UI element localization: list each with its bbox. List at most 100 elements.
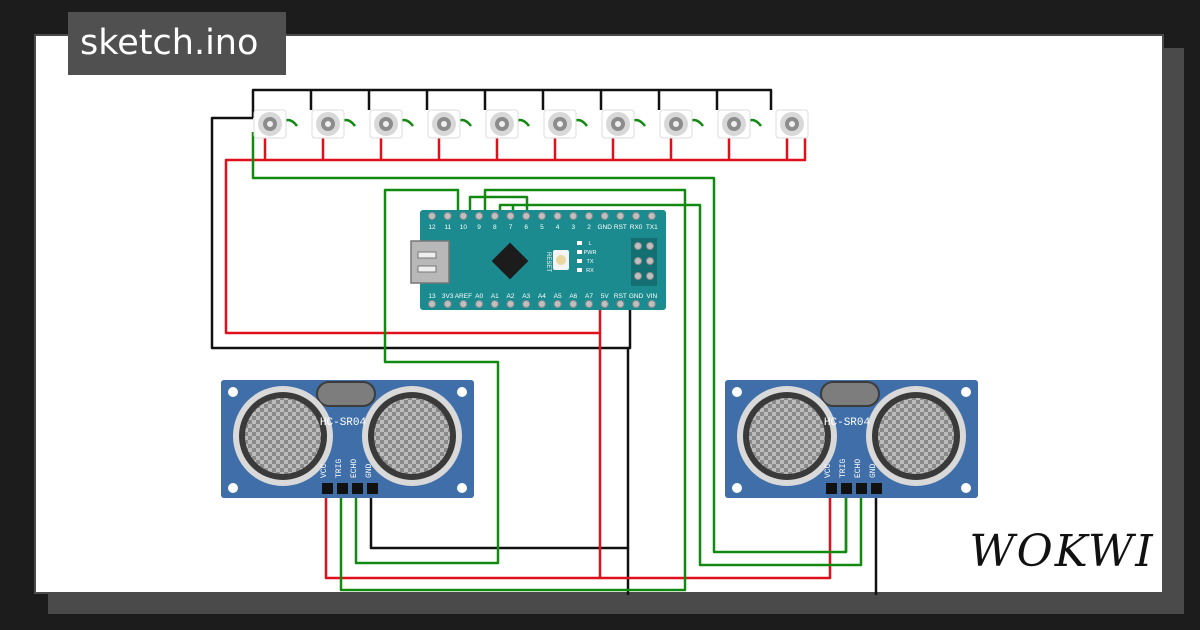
pin-hole[interactable] (600, 300, 609, 308)
pin-hole[interactable] (537, 212, 546, 220)
pin-hole[interactable] (647, 212, 656, 220)
wire-trig2 (498, 203, 863, 567)
neopixel[interactable] (543, 109, 577, 139)
sensor-pin[interactable] (856, 483, 867, 494)
led-icon (577, 250, 582, 254)
pin-hole[interactable] (647, 300, 656, 308)
pin-label: A4 (538, 293, 546, 300)
pin-label: 4 (556, 224, 560, 231)
pin-hole[interactable] (475, 300, 484, 308)
sensor-pin-label: TRIG (335, 459, 344, 478)
pin-hole[interactable] (585, 212, 593, 220)
sensor-pin-label: TRIG (839, 459, 848, 478)
pin-hole[interactable] (632, 212, 641, 220)
sensor-pin[interactable] (322, 483, 333, 494)
pin-hole[interactable] (428, 212, 436, 220)
wire-gnd-sensor1 (369, 348, 630, 550)
pin-hole[interactable] (475, 212, 484, 220)
pin-label: A3 (522, 293, 530, 300)
pin-label: GND (629, 293, 644, 300)
neopixel[interactable] (601, 109, 635, 139)
pin-hole[interactable] (506, 212, 515, 220)
led-label: RX (586, 268, 594, 274)
neopixel[interactable] (717, 109, 751, 139)
pin-hole[interactable] (490, 212, 499, 220)
pin-hole[interactable] (537, 300, 546, 308)
wire-gnd-main (210, 116, 632, 350)
pin-hole[interactable] (490, 300, 499, 308)
pin-label: 5V (601, 293, 610, 300)
pin-hole[interactable] (569, 212, 578, 220)
pin-label: A7 (585, 293, 593, 300)
nano-board (420, 210, 666, 310)
pin-hole[interactable] (522, 212, 531, 220)
pin-label: 13 (428, 293, 436, 300)
wokwi-logo: WOKWI (969, 526, 1154, 577)
neopixel[interactable] (485, 109, 519, 139)
sensor-pin-label: VCC (320, 463, 329, 478)
neopixel[interactable] (253, 109, 287, 139)
wire-data-chain (278, 118, 762, 127)
neopixel[interactable] (369, 109, 403, 139)
neopixel[interactable] (659, 109, 693, 139)
neopixel[interactable] (311, 109, 345, 139)
sensor-pin-label: GND (365, 463, 374, 478)
pin-hole[interactable] (443, 212, 452, 220)
pin-hole[interactable] (522, 300, 531, 308)
wire-vcc-sensor1 (324, 495, 832, 580)
sensor-pin[interactable] (841, 483, 852, 494)
pin-label: VIN (646, 293, 657, 300)
sensor-pin[interactable] (337, 483, 348, 494)
pin-hole[interactable] (569, 300, 578, 308)
icsp-header (634, 242, 654, 280)
sensor-pin[interactable] (352, 483, 363, 494)
pin-hole[interactable] (428, 300, 436, 308)
pin-label: A1 (491, 293, 499, 300)
pin-label: 3 (571, 224, 575, 231)
led-label: L (588, 241, 591, 247)
pin-label: RST (614, 293, 627, 300)
crystal-icon (820, 381, 880, 407)
sensor-pin-label: ECHO (350, 459, 359, 478)
pin-hole[interactable] (506, 300, 515, 308)
wire-gnd-chain (251, 88, 773, 118)
pin-label: RX0 (630, 224, 643, 231)
pin-hole[interactable] (632, 300, 641, 308)
led-icon (577, 268, 582, 272)
pin-label: A2 (507, 293, 515, 300)
pin-hole[interactable] (616, 212, 625, 220)
pin-hole[interactable] (459, 300, 468, 308)
sensor-pin[interactable] (871, 483, 882, 494)
led-icon (577, 259, 582, 263)
pin-hole[interactable] (553, 300, 562, 308)
pin-hole[interactable] (459, 212, 468, 220)
wires (210, 88, 878, 595)
sensor-label: HC-SR04 (824, 417, 871, 429)
pin-hole[interactable] (443, 300, 452, 308)
sensor-pin-label: ECHO (854, 459, 863, 478)
pin-label: 6 (524, 224, 528, 231)
neopixel[interactable] (775, 109, 809, 139)
pin-label: A0 (475, 293, 483, 300)
pin-hole[interactable] (585, 300, 593, 308)
pin-hole[interactable] (616, 300, 625, 308)
sensor-pin-label: VCC (824, 463, 833, 478)
pin-hole[interactable] (553, 212, 562, 220)
sensor-pin[interactable] (826, 483, 837, 494)
pin-label: RST (614, 224, 627, 231)
pin-hole[interactable] (600, 212, 609, 220)
pin-label: AREF (455, 293, 472, 300)
pin-label: 2 (587, 224, 591, 231)
pin-label: 11 (444, 224, 451, 231)
sketch-file-tab[interactable]: sketch.ino (68, 12, 286, 75)
neopixel[interactable] (427, 109, 461, 139)
pin-label: 12 (428, 224, 436, 231)
pin-label: 9 (477, 224, 481, 231)
sensor-pin[interactable] (367, 483, 378, 494)
